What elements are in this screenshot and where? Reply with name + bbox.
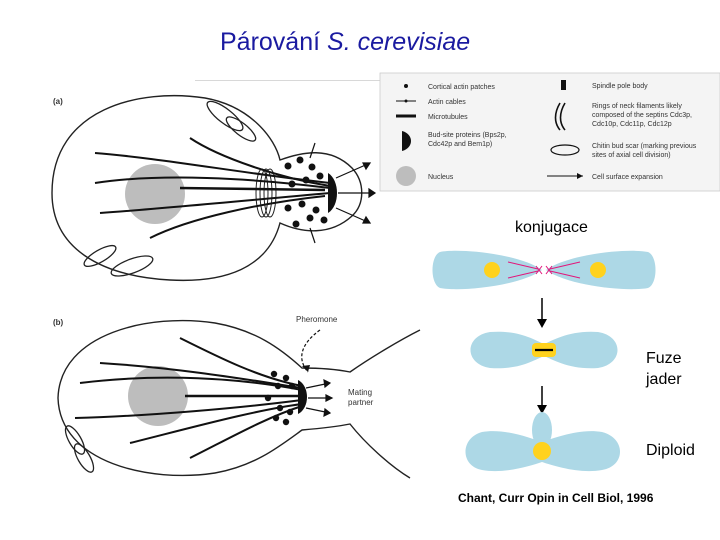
legend-bud-site-proteins-2: Cdc42p and Bem1p) [428, 141, 492, 148]
stage-3-diploid [465, 412, 620, 472]
panel-a-bud-scars [83, 100, 257, 277]
fuze-label-line2: jader [646, 371, 682, 388]
mating-partner-label-1: Mating [348, 388, 372, 397]
stage-arrow-2 [537, 386, 547, 414]
legend-actin-patches: Cortical actin patches [428, 84, 495, 91]
legend-nucleus: Nucleus [428, 174, 454, 181]
stage-1-haploid-pair [432, 250, 656, 290]
diploid-bud [532, 412, 552, 448]
panel-b-label: (b) [53, 318, 64, 327]
title-main: Párování [220, 28, 328, 56]
panel-b-nucleus [128, 366, 188, 426]
fuze-label-line1: Fuze [646, 350, 682, 367]
legend-septin-rings-3: Cdc10p, Cdc11p, Cdc12p [592, 121, 672, 128]
panel-b-actin-patches [264, 370, 296, 426]
legend-chitin-scar-2: sites of axial cell division) [592, 152, 671, 159]
stage-arrow-1 [537, 298, 547, 328]
panel-a-bud-site-cap [328, 173, 337, 213]
panel-a-nucleus [125, 164, 185, 224]
legend-septin-rings-2: composed of the septins Cdc3p, [592, 112, 692, 119]
panel-a-microtubules [179, 186, 326, 192]
page-title: Párování S. cerevisiae [220, 28, 470, 57]
title-species: S. cerevisiae [327, 28, 471, 56]
haploid-nucleus-left [484, 262, 500, 278]
panel-a-label: (a) [53, 97, 63, 106]
panel-b-bud-scars [64, 425, 95, 473]
panel-a-actin-patches [284, 156, 328, 228]
legend-surface-expansion: Cell surface expansion [592, 174, 663, 181]
legend-bud-site-proteins-1: Bud-site proteins (Bps2p, [428, 132, 507, 139]
konjugace-label: konjugace [515, 219, 588, 236]
diploid-nucleus [533, 442, 551, 460]
yeast-mating-schematic: (a) (b) [51, 72, 720, 479]
panel-b-cell [57, 319, 421, 479]
legend-septin-rings-1: Rings of neck filaments likely [592, 103, 682, 110]
pheromone-label: Pheromone [296, 315, 338, 324]
stage-2-fusion [470, 331, 618, 369]
pheromone-signal-marks [507, 261, 581, 279]
panel-b-expansion-arrows [305, 378, 334, 418]
legend-chitin-scar-1: Chitin bud scar (marking previous [592, 143, 697, 150]
legend-actin-cables: Actin cables [428, 99, 466, 106]
mating-partner-label-2: partner [348, 398, 374, 407]
diploid-label: Diploid [646, 442, 695, 459]
legend-microtubules: Microtubules [428, 114, 468, 121]
citation: Chant, Curr Opin in Cell Biol, 1996 [458, 491, 654, 505]
haploid-nucleus-right [590, 262, 606, 278]
pheromone-arrowhead [302, 365, 310, 372]
conjugation-schematic [432, 250, 656, 472]
figure-legend [379, 72, 720, 192]
panel-a-expansion-arrows [309, 142, 377, 244]
panel-b-actin-cables [74, 337, 303, 459]
panel-a-actin-cables [94, 137, 331, 239]
panel-b-bud-site-cap [298, 380, 307, 414]
legend-symbols [396, 80, 583, 186]
legend-spindle-pole-body: Spindle pole body [592, 83, 648, 90]
